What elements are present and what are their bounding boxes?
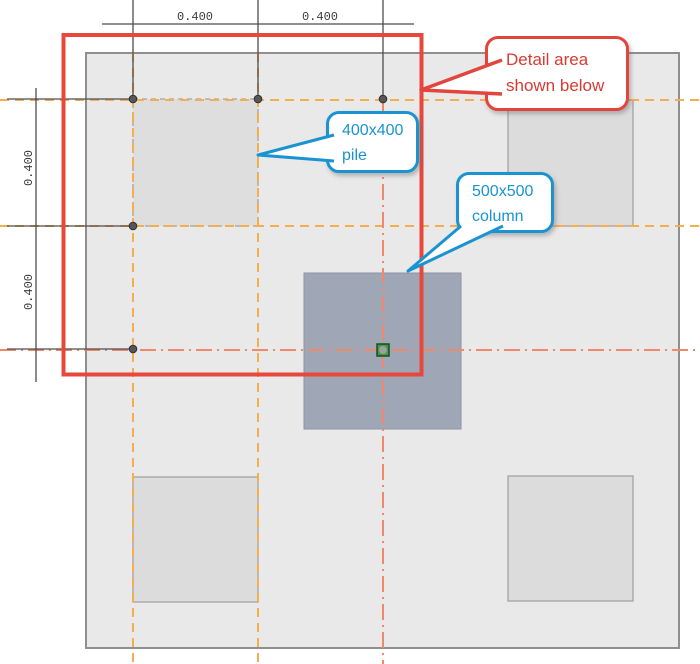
pile-node-dot bbox=[378, 94, 388, 104]
dimension-label-top-2: 0.400 bbox=[302, 10, 338, 24]
callout-column-line2: column bbox=[472, 207, 524, 225]
dimension-label-top-1: 0.400 bbox=[177, 10, 213, 24]
dimension-label-left-1: 0.400 bbox=[22, 150, 36, 186]
callout-column-line1: 500x500 bbox=[472, 183, 534, 200]
callout-detail-area: Detail area shown below bbox=[485, 36, 629, 111]
dimension-label-left-2: 0.400 bbox=[22, 274, 36, 310]
pile-node-dot bbox=[253, 94, 263, 104]
pile-bottom-left bbox=[132, 476, 259, 603]
callout-pile-line2: pile bbox=[342, 146, 367, 164]
pile-node-dot bbox=[128, 221, 138, 231]
pile-node-dot bbox=[128, 344, 138, 354]
pile-bottom-right bbox=[507, 475, 634, 602]
detail-area-rectangle bbox=[61, 33, 424, 377]
callout-pile: 400x400 pile bbox=[326, 111, 419, 173]
callout-detail-line1: Detail area bbox=[506, 50, 589, 69]
column-center-node bbox=[379, 346, 387, 354]
pile-node-dot bbox=[128, 94, 138, 104]
callout-detail-line2: shown below bbox=[506, 75, 605, 95]
callout-column: 500x500 column bbox=[456, 172, 554, 233]
pile-top-left bbox=[132, 98, 259, 227]
callout-pile-line1: 400x400 bbox=[342, 122, 404, 139]
